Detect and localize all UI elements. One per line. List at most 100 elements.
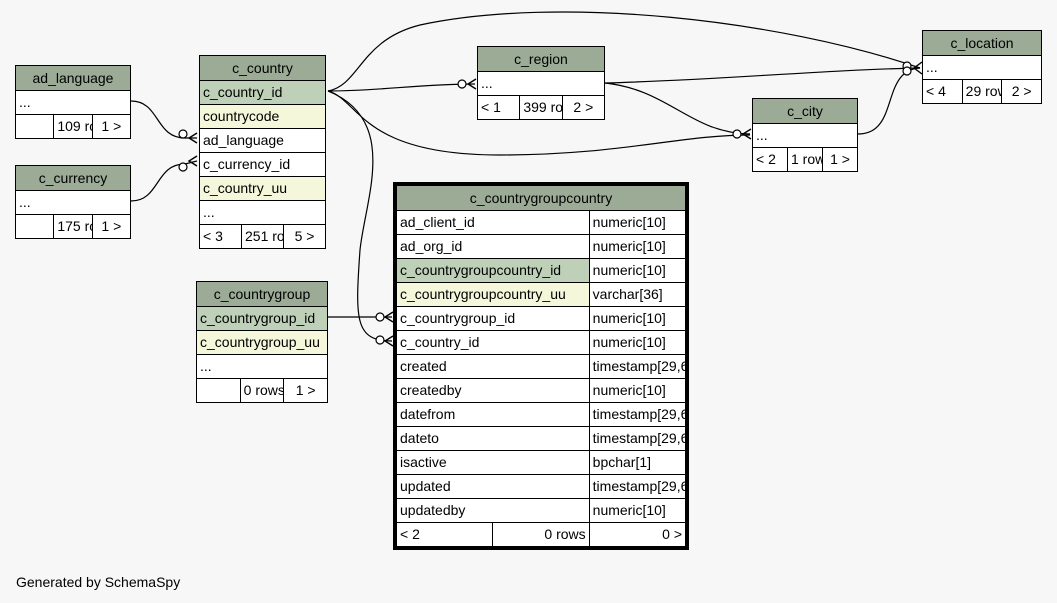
prev-link — [14, 114, 55, 139]
next-link[interactable]: 1 > — [822, 147, 858, 172]
column-type: timestamp[29,6] — [588, 474, 687, 499]
column-ellipsis: ... — [15, 90, 131, 115]
column-type: numeric[10] — [588, 330, 687, 355]
column-name[interactable]: c_countrygroupcountry_uu — [396, 282, 590, 307]
column-name[interactable]: ad_client_id — [396, 210, 590, 235]
column-name[interactable]: c_countrygroup_id — [396, 306, 590, 331]
edge-marker — [375, 312, 385, 322]
prev-link — [14, 214, 55, 239]
row-count: 1 row — [787, 147, 823, 172]
next-link[interactable]: 1 > — [91, 114, 132, 139]
column-type: varchar[36] — [588, 282, 687, 307]
edge-region-to-city — [604, 82, 751, 135]
row-count: 0 rows — [492, 522, 590, 547]
prev-link[interactable]: < 2 — [395, 522, 494, 547]
table-ad-language[interactable]: ad_language ... 109 rows 1 > — [14, 65, 132, 139]
next-link[interactable]: 2 > — [561, 95, 606, 120]
table-title[interactable]: c_countrygroupcountry — [396, 185, 686, 211]
column-type: numeric[10] — [588, 498, 687, 523]
edge-marker — [375, 335, 385, 345]
crowfoot — [466, 78, 477, 90]
row-count: 109 rows — [53, 114, 93, 139]
crowfoot — [383, 335, 394, 347]
column-type: timestamp[29,6] — [588, 426, 687, 451]
table-title[interactable]: c_region — [477, 46, 605, 72]
row-count: 175 rows — [53, 214, 93, 239]
column-row[interactable]: c_currency_id — [199, 152, 326, 177]
column-name[interactable]: isactive — [396, 450, 590, 475]
next-link[interactable]: 0 > — [588, 522, 687, 547]
column-ellipsis: ... — [922, 55, 1042, 80]
table-title[interactable]: ad_language — [15, 65, 131, 91]
next-link[interactable]: 1 > — [283, 378, 328, 403]
column-type: numeric[10] — [588, 378, 687, 403]
table-c-currency[interactable]: c_currency ... 175 rows 1 > — [14, 165, 132, 239]
next-link[interactable]: 1 > — [91, 214, 132, 239]
generated-by-footer: Generated by SchemaSpy — [16, 574, 181, 590]
column-ellipsis: ... — [752, 123, 858, 148]
crowfoot — [187, 155, 198, 167]
column-type: timestamp[29,6] — [588, 402, 687, 427]
edge-country-to-location — [327, 11, 921, 92]
column-name[interactable]: updatedby — [396, 498, 590, 523]
crowfoot — [383, 311, 394, 323]
table-title[interactable]: c_country — [199, 55, 326, 81]
table-title[interactable]: c_city — [752, 98, 858, 124]
column-row[interactable]: c_countrygroup_uu — [196, 330, 328, 355]
prev-link[interactable]: < 1 — [476, 95, 521, 120]
table-title[interactable]: c_countrygroup — [196, 281, 328, 307]
column-row[interactable]: countrycode — [199, 104, 326, 129]
column-row[interactable]: c_country_id — [199, 80, 326, 105]
column-name[interactable]: c_country_id — [396, 330, 590, 355]
column-type: numeric[10] — [588, 258, 687, 283]
column-ellipsis: ... — [15, 190, 131, 215]
column-row[interactable]: c_country_uu — [199, 176, 326, 201]
next-link[interactable]: 5 > — [283, 224, 326, 249]
prev-link[interactable]: < 2 — [752, 147, 788, 172]
prev-link[interactable]: < 4 — [922, 79, 963, 104]
edge-marker — [902, 66, 912, 76]
edge-marker — [178, 162, 188, 172]
column-type: bpchar[1] — [588, 450, 687, 475]
table-title[interactable]: c_location — [922, 30, 1042, 56]
column-ellipsis: ... — [477, 71, 605, 96]
table-c-region[interactable]: c_region ... < 1 399 rows 2 > — [476, 46, 606, 120]
column-name[interactable]: datefrom — [396, 402, 590, 427]
next-link[interactable]: 2 > — [1001, 79, 1042, 104]
column-name[interactable]: updated — [396, 474, 590, 499]
crowfoot — [741, 128, 752, 140]
edge-country-to-city — [327, 90, 751, 156]
crowfoot — [187, 132, 198, 144]
prev-link[interactable]: < 3 — [199, 224, 242, 249]
row-count: 251 rows — [241, 224, 284, 249]
table-c-city[interactable]: c_city ... < 2 1 row 1 > — [752, 98, 858, 172]
row-count: 399 rows — [519, 95, 563, 120]
column-type: numeric[10] — [588, 306, 687, 331]
edge-marker — [178, 129, 188, 139]
column-name[interactable]: created — [396, 354, 590, 379]
table-c-country[interactable]: c_country c_country_id countrycode ad_la… — [199, 55, 326, 249]
column-type: timestamp[29,6] — [588, 354, 687, 379]
table-title[interactable]: c_currency — [15, 165, 131, 191]
column-ellipsis: ... — [199, 200, 326, 225]
column-type: numeric[10] — [588, 234, 687, 259]
column-name[interactable]: c_countrygroupcountry_id — [396, 258, 590, 283]
column-row[interactable]: c_countrygroup_id — [196, 306, 328, 331]
edge-city-to-location — [857, 67, 921, 135]
edge-country-to-cgc — [327, 90, 393, 342]
table-c-location[interactable]: c_location ... < 4 29 rows 2 > — [922, 30, 1042, 104]
column-row[interactable]: ad_language — [199, 128, 326, 153]
column-name[interactable]: ad_org_id — [396, 234, 590, 259]
edge-country-to-region — [327, 83, 476, 92]
prev-link — [196, 378, 241, 403]
column-name[interactable]: dateto — [396, 426, 590, 451]
table-c-countrygroup[interactable]: c_countrygroup c_countrygroup_id c_count… — [196, 281, 328, 403]
column-type: numeric[10] — [588, 210, 687, 235]
column-ellipsis: ... — [196, 354, 328, 379]
column-name[interactable]: createdby — [396, 378, 590, 403]
edge-marker — [457, 79, 467, 89]
crowfoot — [912, 61, 923, 75]
row-count: 29 rows — [961, 79, 1003, 104]
